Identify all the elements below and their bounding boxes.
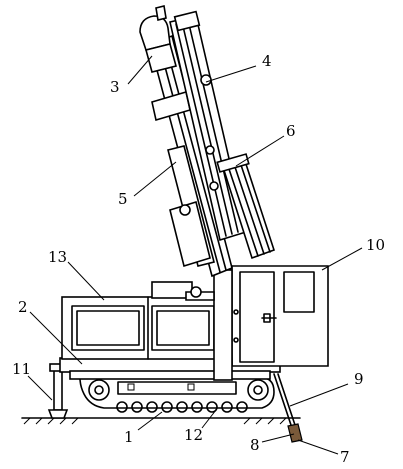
crown-cylinder	[139, 5, 177, 73]
track-rollers	[116, 401, 248, 413]
mast-base	[185, 269, 233, 381]
power-unit-housing	[61, 281, 223, 360]
mast	[149, 34, 233, 298]
drill-bit	[287, 423, 303, 443]
crawler-track	[79, 377, 275, 413]
ground	[21, 417, 301, 425]
label-13: 13	[48, 248, 67, 266]
label-1: 1	[124, 428, 134, 446]
label-9: 9	[354, 370, 364, 388]
label-11: 11	[12, 360, 31, 378]
callout-labels: 3 4 5 6 10 13 2 11 9 1 12 8 7	[12, 52, 385, 466]
drill-rod	[273, 373, 297, 429]
label-4: 4	[262, 52, 272, 70]
outrigger-jack	[47, 363, 69, 419]
rotary-head	[216, 153, 276, 260]
label-7: 7	[340, 448, 350, 466]
label-8: 8	[250, 436, 260, 454]
operator-cab	[229, 265, 329, 367]
label-10: 10	[366, 236, 385, 254]
label-5: 5	[118, 190, 128, 208]
label-2: 2	[18, 298, 28, 316]
label-12: 12	[184, 426, 203, 444]
leader-lines	[27, 55, 363, 455]
label-6: 6	[286, 122, 296, 140]
label-3: 3	[110, 78, 120, 96]
